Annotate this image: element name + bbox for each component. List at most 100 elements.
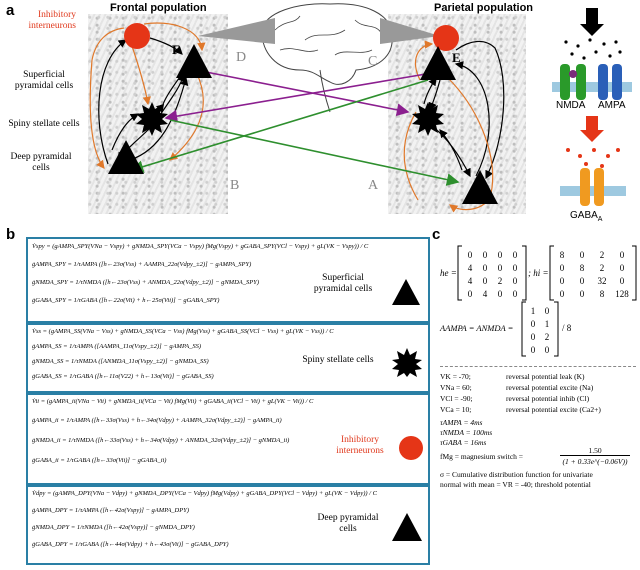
- matrix-cell: 0: [560, 276, 565, 286]
- down-arrow-red-icon: [580, 116, 604, 142]
- connection-a: [169, 119, 460, 186]
- matrix-cell: 0: [620, 250, 625, 260]
- matrix-cell: 0: [545, 345, 550, 355]
- matrix-cell: 0: [513, 250, 518, 260]
- matrix-cell: 0: [513, 276, 518, 286]
- cell-name: Superficial pyramidal cells: [313, 273, 373, 294]
- ampa-receptor-icon: [598, 64, 622, 100]
- parameter-description: reversal potential leak (K): [506, 372, 585, 381]
- membrane-bottom: [560, 186, 626, 196]
- equation-line: ġGABA_SPY = 1/τGABA ([h←22σ(Vii) + h←25σ…: [32, 297, 220, 304]
- equation-box-superficial: V̇spy = (gAMPA_SPY(VNa − Vspy) + gNMDA_S…: [26, 237, 430, 323]
- deep-triangle-icon: [392, 513, 422, 541]
- connection-a-label: A: [368, 178, 379, 193]
- matrix-cell: 0: [483, 276, 488, 286]
- connection-d: [205, 71, 410, 117]
- matrix-cell: 8: [560, 250, 565, 260]
- equation-line: ġNMDA_ii = 1/τNMDA ([h←33σ(Vss) + h←34σ(…: [32, 437, 290, 444]
- sigma-line-2: normal with mean = VR = -40; threshold p…: [440, 480, 591, 489]
- equation-line: ġGABA_SS = 1/τGABA ([h←11σ(V22) + h←13σ(…: [32, 373, 214, 380]
- matrix-cell: 0: [580, 276, 585, 286]
- equation-line: V̇dpy = (gAMPA_DPY(VNa − Vdpy) + gNMDA_D…: [32, 490, 377, 497]
- panel-c-letter: c: [432, 226, 441, 243]
- matrix-cell: 0: [545, 306, 550, 316]
- matrix-cell: 2: [498, 276, 503, 286]
- circuit-diagram: [89, 3, 632, 213]
- frontal-pointer-cone: [198, 18, 275, 44]
- frontal-deep-pyramidal-cell: [108, 140, 144, 174]
- matrix-cell: 128: [615, 289, 629, 299]
- fmg-numerator: 1.50: [560, 446, 630, 456]
- connection-c-label: C: [368, 54, 378, 69]
- matrix-cell: 0: [498, 263, 503, 273]
- divider: [440, 366, 636, 367]
- equation-line: ġAMPA_SPY = 1/τAMPA ([h←23σ(Vss) + AAMPA…: [32, 261, 252, 268]
- equation-line: ġNMDA_SPY = 1/τNMDA ([h←23σ(Vss) + ANMDA…: [32, 279, 260, 286]
- matrix-cell: 0: [513, 289, 518, 299]
- equation-line: ġAMPA_ii = 1/τAMPA ([h←33σ(Vss) + h←34σ(…: [32, 417, 282, 424]
- connection-b-label: B: [230, 178, 240, 193]
- down-arrow-black-icon: [580, 8, 604, 36]
- cell-name: Spiny stellate cells: [302, 355, 374, 365]
- matrix-cell: 8: [580, 263, 585, 273]
- matrix-cell: 4: [468, 276, 473, 286]
- parietal-title: Parietal population: [434, 2, 534, 14]
- membrane-top: [552, 82, 632, 92]
- frontal-superficial-pyramidal-cell: [176, 44, 212, 78]
- matrix-cell: 32: [598, 276, 607, 286]
- parietal-spiny-stellate-cell: [412, 102, 444, 136]
- matrix-cell: 0: [620, 263, 625, 273]
- brain-icon: [261, 3, 393, 113]
- matrix-cell: 0: [468, 289, 473, 299]
- parameter-description: reversal potential excite (Ca2+): [506, 405, 601, 414]
- panel-a-letter: a: [6, 2, 15, 19]
- parietal-pointer-cone: [380, 18, 440, 44]
- connection-d-label: D: [236, 50, 247, 65]
- equation-box-deep: V̇dpy = (gAMPA_DPY(VNa − Vdpy) + gNMDA_D…: [26, 485, 430, 565]
- equation-line: V̇spy = (gAMPA_SPY(VNa − Vspy) + gNMDA_S…: [32, 243, 369, 250]
- equation-box-inhibitory: V̇ii = (gAMPA_ii(VNa − Vii) + gNMDA_ii(V…: [26, 393, 430, 485]
- inhibitory-circle-icon: [399, 436, 423, 460]
- tau-nmda: τNMDA = 100ms: [440, 428, 493, 437]
- matrix-cell: 0: [580, 250, 585, 260]
- gaba-receptor-icon: [580, 168, 604, 206]
- equation-box-stellate: V̇ss = (gAMPA_SS(VNa − Vss) + gNMDA_SS(V…: [26, 323, 430, 393]
- nmda-receptor-icon: [560, 64, 586, 100]
- parameter-symbol: VNa = 60;: [440, 383, 472, 392]
- tau-gaba: τGABA = 16ms: [440, 438, 487, 447]
- label-superficial-pyramidal: Superficial pyramidal cells: [14, 70, 74, 91]
- tau-ampa: τAMPA = 4ms: [440, 418, 483, 427]
- matrix-cell: 0: [531, 332, 536, 342]
- equation-line: ġGABA_ii = 1/τGABA ([h←33σ(Vii)] − gGABA…: [32, 457, 167, 464]
- a-divisor: / 8: [562, 323, 572, 333]
- matrix-cell: 2: [600, 250, 605, 260]
- matrix-cell: 0: [531, 345, 536, 355]
- label-spiny-stellate: Spiny stellate cells: [8, 119, 80, 129]
- equation-line: V̇ii = (gAMPA_ii(VNa − Vii) + gNMDA_ii(V…: [32, 398, 314, 405]
- ampa-label: AMPA: [598, 100, 626, 111]
- receptor-illustration: [552, 8, 632, 206]
- frontal-cell-letter: F: [172, 42, 180, 57]
- label-deep-pyramidal: Deep pyramidal cells: [10, 152, 72, 173]
- parietal-inhibitory-interneuron: [433, 25, 459, 51]
- equation-line: ġAMPA_SS = 1/τAMPA ([AAMPA_11σ(Vspy_±2)]…: [32, 343, 201, 350]
- matrix-cell: 8: [600, 289, 605, 299]
- matrix-cell: 1: [545, 319, 550, 329]
- stellate-star-icon: [392, 348, 422, 377]
- equation-line: ġNMDA_SS = 1/τNMDA ([ANMDA_11σ(Vspy_±2)]…: [32, 358, 209, 365]
- parameter-symbol: VK = -70;: [440, 372, 471, 381]
- parameter-description: reversal potential excite (Na): [506, 383, 594, 392]
- equation-line: ġNMDA_DPY = 1/τNMDA ([h←42σ(Vspy)] − gNM…: [32, 524, 195, 531]
- matrix-cell: 4: [483, 289, 488, 299]
- he-label: he =: [440, 268, 457, 278]
- gaba-label: GABAA: [570, 210, 603, 223]
- a-label: AAMPA = ANMDA =: [440, 323, 514, 333]
- cell-name: Inhibitory interneurons: [336, 435, 384, 456]
- matrix-cell: 0: [531, 319, 536, 329]
- parietal-cell-letter: E: [452, 50, 461, 65]
- nmda-label: NMDA: [556, 100, 586, 111]
- matrix-cell: 1: [531, 306, 536, 316]
